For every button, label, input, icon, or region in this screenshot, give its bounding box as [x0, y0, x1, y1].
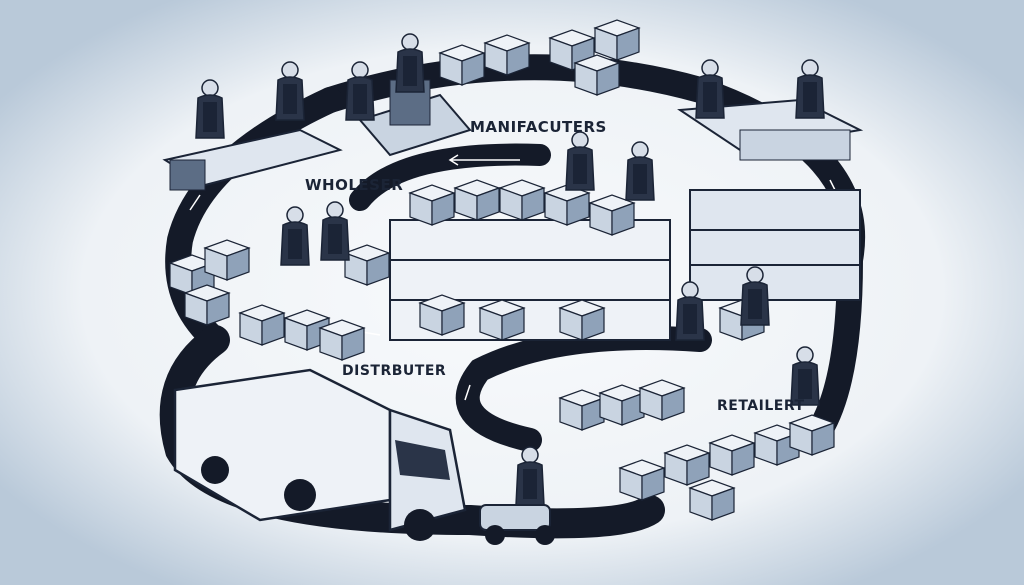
workbench-left	[162, 61, 343, 191]
warehouse-shelves	[389, 179, 671, 341]
label-manufacturers: MANIFACUTERS	[470, 118, 607, 136]
retail-shelves	[565, 131, 861, 301]
forklift-worker	[479, 446, 555, 545]
label-retailer: RETAILERT	[717, 398, 805, 414]
machine-station	[345, 33, 472, 157]
label-distributor: DISTRBUTER	[342, 363, 446, 379]
delivery-truck	[173, 368, 467, 541]
workbench-right	[677, 59, 864, 161]
label-wholesaler: WHOLESER	[305, 176, 403, 194]
